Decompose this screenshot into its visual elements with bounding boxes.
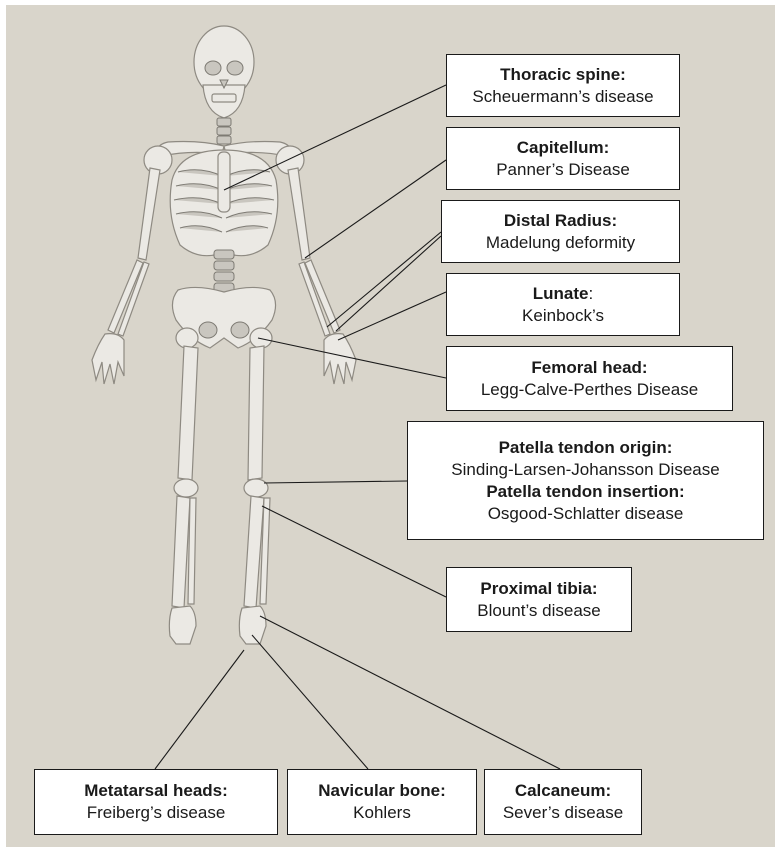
label-origin-disease: Sinding-Larsen-Johansson Disease [408,459,763,481]
label-title: Lunate [533,284,589,303]
label-distal-radius: Distal Radius: Madelung deformity [441,200,680,263]
label-title: Proximal tibia: [447,578,631,600]
leader-distal-radius-2 [336,236,441,331]
label-title: Calcaneum: [485,780,641,802]
label-thoracic-spine: Thoracic spine: Scheuermann’s disease [446,54,680,117]
rib-cage [170,150,278,256]
leader-metatarsal [155,650,244,769]
label-capitellum: Capitellum: Panner’s Disease [446,127,680,190]
leader-thoracic [224,85,446,190]
label-title: Metatarsal heads: [35,780,277,802]
label-patella-tendon: Patella tendon origin: Sinding-Larsen-Jo… [407,421,764,540]
leader-capitellum [305,160,446,258]
label-femoral-head: Femoral head: Legg-Calve-Perthes Disease [446,346,733,411]
label-lunate: Lunate: Keinbock’s [446,273,680,336]
lumbar-spine [214,250,234,292]
label-disease: Sever’s disease [485,802,641,824]
label-title-colon: : [589,284,594,303]
label-title: Navicular bone: [288,780,476,802]
label-disease: Scheuermann’s disease [447,86,679,108]
cervical-spine [217,118,231,144]
right-leg [169,346,198,644]
label-title: Thoracic spine: [447,64,679,86]
label-proximal-tibia: Proximal tibia: Blount’s disease [446,567,632,632]
label-navicular-bone: Navicular bone: Kohlers [287,769,477,835]
leader-lunate [338,292,446,340]
label-metatarsal-heads: Metatarsal heads: Freiberg’s disease [34,769,278,835]
right-arm [92,168,160,384]
left-leg [239,346,270,644]
label-disease: Madelung deformity [442,232,679,254]
label-disease: Freiberg’s disease [35,802,277,824]
label-disease: Kohlers [288,802,476,824]
label-calcaneum: Calcaneum: Sever’s disease [484,769,642,835]
label-title: Femoral head: [447,357,732,379]
leader-calcaneum [260,616,560,769]
label-origin-title: Patella tendon origin: [408,437,763,459]
skull [194,26,254,118]
label-title-row: Lunate: [447,283,679,305]
label-insertion-title: Patella tendon insertion: [408,481,763,503]
leader-distal-radius-1 [327,232,441,327]
label-disease: Panner’s Disease [447,159,679,181]
label-disease: Legg-Calve-Perthes Disease [447,379,732,401]
label-insertion-disease: Osgood-Schlatter disease [408,503,763,525]
label-disease: Keinbock’s [447,305,679,327]
leader-patella [264,481,407,483]
label-title: Capitellum: [447,137,679,159]
label-title: Distal Radius: [442,210,679,232]
label-disease: Blount’s disease [447,600,631,622]
leader-navicular [252,635,368,769]
